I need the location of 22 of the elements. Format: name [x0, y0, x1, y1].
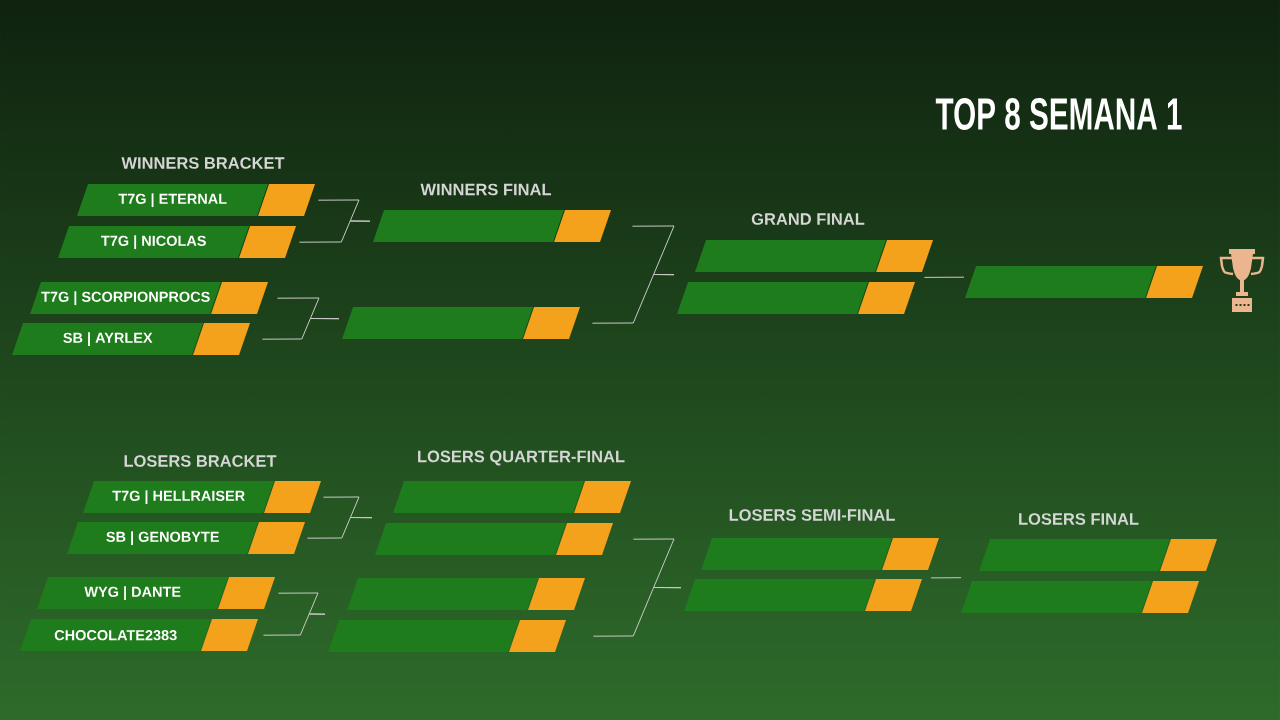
section-heading: LOSERS SEMI-FINAL	[729, 509, 895, 521]
player-slot: SB | AYRLEX	[12, 323, 203, 355]
bracket-line	[631, 225, 675, 276]
bracket-line	[261, 318, 340, 340]
bracket-line	[930, 577, 962, 579]
bracket-line	[591, 274, 675, 324]
title: TOP 8 SEMANA 1	[935, 98, 1182, 130]
player-slot: T7G | ETERNAL	[77, 184, 268, 216]
player-slot: WYG | DANTE	[37, 577, 228, 609]
player-slot: T7G | NICOLAS	[58, 226, 249, 258]
section-heading: GRAND FINAL	[751, 213, 865, 225]
player-slot: T7G | HELLRAISER	[83, 481, 274, 513]
bracket-line	[923, 276, 965, 278]
player-slot: CHOCOLATE2383	[20, 619, 211, 651]
player-slot: T7G | SCORPIONPROCS	[30, 282, 221, 314]
section-heading: LOSERS QUARTER-FINAL	[418, 450, 625, 466]
bracket-line	[306, 517, 373, 539]
bracket-line	[592, 587, 682, 637]
bracket-line	[262, 613, 326, 636]
section-heading: WINNERS BRACKET	[121, 157, 285, 169]
bracket-line	[298, 220, 371, 243]
player-slot: SB | GENOBYTE	[67, 522, 258, 554]
